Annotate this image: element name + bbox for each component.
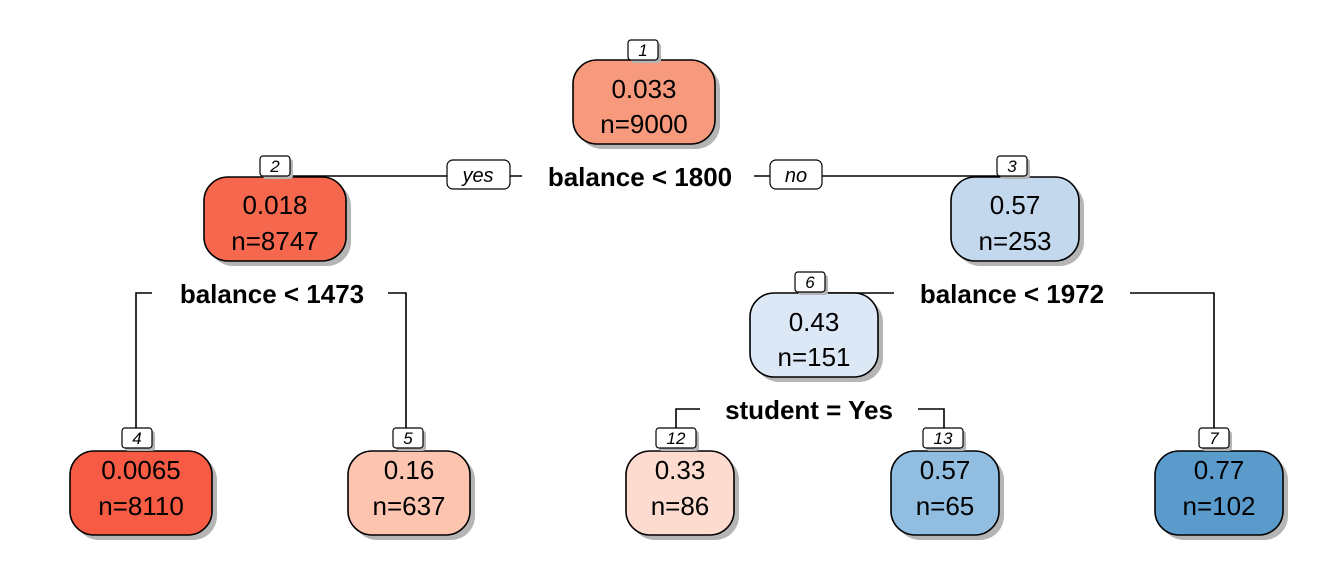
node-count-4: n=8110 <box>98 491 184 521</box>
node-count-6: n=151 <box>777 342 850 372</box>
tree-node-7: 7 0.77 n=102 <box>1154 427 1288 540</box>
node-value-3: 0.57 <box>990 190 1041 220</box>
tree-node-3: 3 0.57 n=253 <box>950 155 1084 266</box>
split-label-node2: balance < 1473 <box>180 279 364 309</box>
tree-node-12: 12 0.33 n=86 <box>625 427 739 540</box>
node-value-12: 0.33 <box>655 455 706 485</box>
node-value-1: 0.033 <box>611 74 676 104</box>
node-value-2: 0.018 <box>242 190 307 220</box>
node-id-4: 4 <box>132 429 141 448</box>
node-count-3: n=253 <box>978 226 1051 256</box>
node-id-12: 12 <box>667 429 686 448</box>
split-label-node6: balance < 1972 <box>920 279 1104 309</box>
node-id-7: 7 <box>1209 429 1219 448</box>
tree-node-4: 4 0.0065 n=8110 <box>69 427 217 540</box>
split-label-node6-sub: student = Yes <box>725 395 893 425</box>
node-value-5: 0.16 <box>384 455 435 485</box>
tree-node-5: 5 0.16 n=637 <box>347 427 475 540</box>
node-id-3: 3 <box>1007 157 1017 176</box>
branch-label-no: no <box>785 165 807 187</box>
node-count-13: n=65 <box>916 491 975 521</box>
node-id-5: 5 <box>403 429 413 448</box>
node-count-2: n=8747 <box>231 226 318 256</box>
tree-node-6: 6 0.43 n=151 <box>749 271 883 382</box>
edge-node2-split <box>135 292 407 470</box>
node-count-7: n=102 <box>1182 491 1255 521</box>
node-value-7: 0.77 <box>1194 455 1245 485</box>
split-labels: balance < 1800 balance < 1473 balance < … <box>152 160 1130 425</box>
node-count-5: n=637 <box>372 491 445 521</box>
node-value-4: 0.0065 <box>101 455 181 485</box>
node-value-13: 0.57 <box>920 455 971 485</box>
node-id-1: 1 <box>638 41 647 60</box>
node-id-2: 2 <box>269 157 280 176</box>
branch-label-yes: yes <box>460 165 493 187</box>
node-count-12: n=86 <box>651 491 710 521</box>
node-id-6: 6 <box>805 273 815 292</box>
node-value-6: 0.43 <box>789 307 840 337</box>
branch-labels: yes no <box>446 159 823 190</box>
tree-nodes: 1 0.033 n=9000 2 0.018 n=8747 3 0.57 n=2… <box>69 39 1288 540</box>
node-count-1: n=9000 <box>600 109 687 139</box>
tree-node-13: 13 0.57 n=65 <box>890 427 1004 540</box>
tree-node-1: 1 0.033 n=9000 <box>572 39 720 149</box>
split-label-root: balance < 1800 <box>548 162 732 192</box>
node-id-13: 13 <box>934 429 953 448</box>
tree-node-2: 2 0.018 n=8747 <box>203 155 351 266</box>
